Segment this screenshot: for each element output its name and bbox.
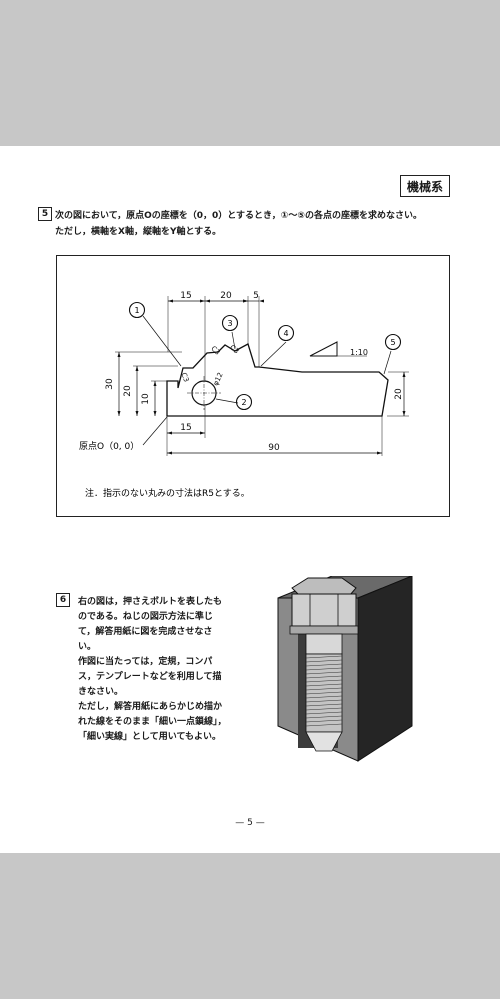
page-number: — 5 — (235, 818, 265, 828)
dim-10: 10 (141, 393, 151, 405)
dim-20-right: 20 (394, 388, 404, 400)
hole-diameter: φ12 (212, 371, 225, 387)
dim-15-bottom: 15 (180, 423, 191, 433)
question-6-text: 右の図は，押さえボルトを表したものである。ねじの図示方法に準じて，解答用紙に図を… (78, 595, 228, 745)
figure-note: 注．指示のない丸みの寸法はR5とする。 (85, 487, 250, 499)
exam-page: 機械系 5 次の図において，原点Oの座標を（0，0）とするとき，①〜⑤の各点の座… (0, 146, 500, 853)
hold-down-bolt-illustration (270, 575, 420, 776)
point-5-label: 5 (390, 338, 395, 347)
question-5-text: 次の図において，原点Oの座標を（0，0）とするとき，①〜⑤の各点の座標を求めなさ… (55, 211, 422, 221)
point-2-label: 2 (241, 398, 246, 407)
dim-20-left: 20 (123, 385, 133, 397)
question-6-paragraph: 右の図は，押さえボルトを表したものである。ねじの図示方法に準じて，解答用紙に図を… (78, 597, 223, 652)
question-5-figure: 1 2 3 4 5 15 20 5 15 90 1:10 30 20 10 20… (56, 255, 450, 517)
category-label: 機械系 (400, 175, 450, 197)
part-outline (166, 343, 389, 417)
part-drawing: 1 2 3 4 5 15 20 5 15 90 1:10 30 20 10 20… (79, 291, 409, 499)
question-6-number: 6 (56, 593, 70, 607)
question-6-paragraph: 作図に当たっては，定規，コンパス，テンプレートなどを利用して描きなさい。 (78, 657, 222, 697)
point-4-label: 4 (283, 329, 288, 338)
dim-5-top: 5 (253, 291, 259, 301)
dim-30: 30 (105, 378, 115, 390)
chamfer-c3-left: C3 (180, 372, 191, 384)
point-3-label: 3 (227, 319, 232, 328)
taper-ratio: 1:10 (350, 348, 368, 357)
question-5-condition: ただし，横軸をX軸，縦軸をY軸とする。 (55, 227, 222, 237)
point-1-label: 1 (134, 306, 139, 315)
dim-90: 90 (268, 443, 280, 453)
question-5-number: 5 (38, 207, 52, 221)
chamfer-c3-middle: C3 (209, 344, 221, 356)
dim-20-top: 20 (220, 291, 232, 301)
question-6-paragraph: ただし，解答用紙にあらかじめ描かれた線をそのまま「細い一点鎖線」，「細い実線」と… (78, 702, 227, 742)
origin-label: 原点O（0, 0） (79, 441, 139, 452)
hole-circle (191, 380, 217, 406)
chamfer-c3-right: C3 (228, 343, 240, 355)
dim-15-top: 15 (180, 291, 191, 301)
